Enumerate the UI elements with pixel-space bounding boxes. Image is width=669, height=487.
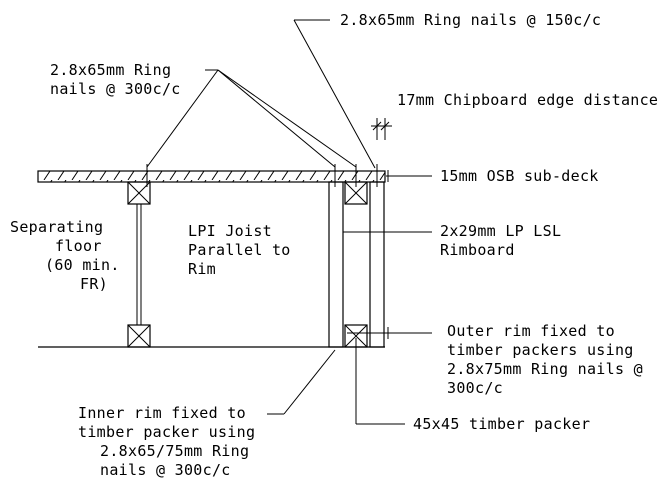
label-ring-nails-300-line1: 2.8x65mm Ring bbox=[50, 61, 171, 79]
leader-osb bbox=[386, 170, 432, 182]
dimension-edge-distance bbox=[371, 118, 392, 140]
leader-nails-300 bbox=[146, 69, 357, 168]
joist-top-flange bbox=[127, 181, 151, 205]
label-rimboard-line1: 2x29mm LP LSL bbox=[440, 222, 561, 240]
label-rimboard-line2: Rimboard bbox=[440, 241, 515, 259]
label-chipboard-edge: 17mm Chipboard edge distance bbox=[397, 91, 658, 109]
osb-sub-deck bbox=[37, 170, 386, 183]
label-inner-rim-line4: nails @ 300c/c bbox=[100, 461, 231, 479]
joist-bottom-flange bbox=[127, 324, 151, 348]
label-ring-nails-300-line2: nails @ 300c/c bbox=[50, 80, 181, 98]
label-separating-line1: Separating bbox=[10, 218, 103, 236]
nails bbox=[146, 164, 378, 187]
inner-rim bbox=[328, 181, 344, 348]
label-inner-rim-line2: timber packer using bbox=[78, 423, 255, 441]
label-ring-nails-150: 2.8x65mm Ring nails @ 150c/c bbox=[340, 11, 601, 29]
label-inner-rim-line1: Inner rim fixed to bbox=[78, 404, 246, 422]
label-osb: 15mm OSB sub-deck bbox=[440, 167, 599, 185]
label-outer-rim-line3: 2.8x75mm Ring nails @ bbox=[447, 360, 643, 378]
leader-nails-150 bbox=[293, 19, 376, 169]
label-separating-line2: floor bbox=[55, 237, 102, 255]
label-separating-line3: (60 min. bbox=[45, 256, 120, 274]
lpi-joist bbox=[127, 181, 151, 348]
timber-packers bbox=[344, 181, 368, 348]
outer-rim bbox=[369, 181, 385, 348]
label-lpi-line1: LPI Joist bbox=[188, 222, 272, 240]
label-lpi-line3: Rim bbox=[188, 260, 216, 278]
label-inner-rim-line3: 2.8x65/75mm Ring bbox=[100, 442, 249, 460]
label-packer: 45x45 timber packer bbox=[413, 415, 590, 433]
leader-inner-rim bbox=[267, 349, 336, 415]
leader-packer bbox=[355, 338, 405, 425]
label-outer-rim-line4: 300c/c bbox=[447, 379, 503, 397]
label-separating-line4: FR) bbox=[80, 275, 108, 293]
label-lpi-line2: Parallel to bbox=[188, 241, 291, 259]
label-outer-rim-line2: timber packers using bbox=[447, 341, 634, 359]
label-outer-rim-line1: Outer rim fixed to bbox=[447, 322, 615, 340]
